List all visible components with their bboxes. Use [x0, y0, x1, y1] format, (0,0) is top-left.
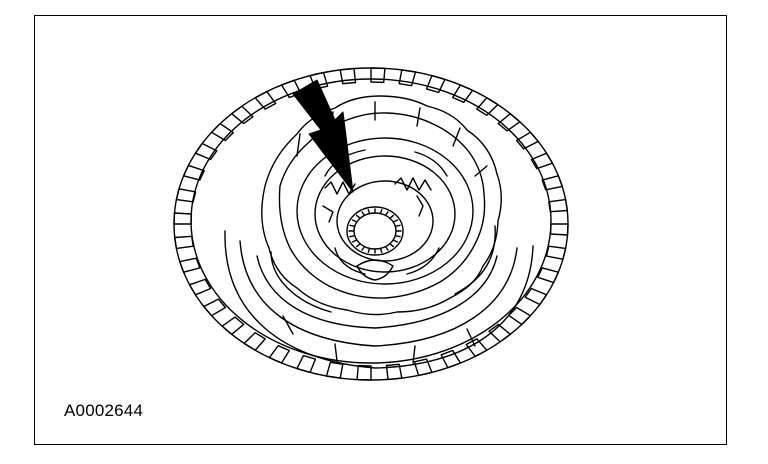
- ring-tooth: [221, 316, 245, 335]
- spline-tooth: [355, 214, 361, 220]
- spline-tooth: [355, 242, 361, 248]
- ring-tooth: [182, 164, 205, 181]
- spline-tooth: [392, 239, 399, 243]
- ring-tooth: [537, 267, 560, 284]
- ring-tooth: [188, 278, 212, 296]
- ring-tooth: [476, 97, 499, 116]
- lower-housing: [224, 230, 534, 369]
- ring-tooth: [210, 122, 234, 142]
- spline-tooth: [394, 234, 401, 238]
- spline-tooth: [389, 242, 395, 248]
- clutch-assembly-illustration: [173, 67, 569, 381]
- ring-tooth: [175, 188, 197, 203]
- spline-tooth: [384, 245, 389, 251]
- ring-tooth: [231, 105, 254, 125]
- spline-tooth: [379, 208, 383, 215]
- ring-tooth: [465, 338, 488, 358]
- ring-tooth: [174, 235, 194, 250]
- ring-tooth: [488, 323, 511, 343]
- ring-tooth: [243, 332, 266, 351]
- spline-tooth: [361, 245, 366, 251]
- ring-tooth: [339, 67, 357, 85]
- spline-tooth: [351, 219, 358, 223]
- ring-tooth: [440, 349, 462, 369]
- spline-tooth: [392, 219, 399, 223]
- ring-tooth: [268, 345, 290, 364]
- spline-tooth: [379, 247, 383, 254]
- ring-tooth: [425, 74, 446, 94]
- spline-tooth: [367, 208, 371, 215]
- spline-tooth: [351, 239, 358, 243]
- spline-tooth: [361, 211, 366, 217]
- spline-tooth: [349, 224, 356, 228]
- spline-tooth: [394, 224, 401, 228]
- ring-teeth: [173, 67, 569, 381]
- ring-tooth: [385, 363, 403, 381]
- ring-tooth: [545, 245, 567, 260]
- ring-tooth: [325, 361, 344, 379]
- ring-tooth: [515, 131, 539, 150]
- ring-tooth: [452, 84, 474, 103]
- inner-hub: [296, 137, 474, 285]
- ring-tooth: [541, 175, 563, 191]
- ring-tooth: [203, 298, 227, 317]
- spline-tooth: [384, 211, 389, 217]
- ring-tooth: [254, 90, 277, 110]
- ring-tooth: [549, 223, 569, 236]
- ring-tooth: [194, 142, 218, 161]
- ring-tooth: [179, 257, 201, 273]
- ring-tooth: [548, 198, 568, 213]
- ring-tooth: [497, 113, 521, 132]
- figure-id-label: A0002644: [64, 401, 144, 420]
- ring-tooth: [413, 358, 433, 377]
- figure-frame: A0002644: [34, 15, 727, 445]
- indicator-arrow: [292, 79, 354, 193]
- ring-tooth: [296, 354, 317, 374]
- return-spring-left: [322, 181, 356, 223]
- return-spring-right: [394, 177, 432, 217]
- spline-tooth: [367, 247, 371, 254]
- ring-tooth: [370, 67, 386, 84]
- ring-tooth: [398, 69, 417, 87]
- spline-tooth: [349, 234, 356, 238]
- clutch-drum: [261, 95, 502, 316]
- spline-tooth: [389, 214, 395, 220]
- splined-center-bore: [346, 206, 404, 281]
- ring-tooth: [530, 152, 554, 170]
- ring-tooth: [173, 212, 193, 225]
- ring-tooth: [524, 287, 548, 306]
